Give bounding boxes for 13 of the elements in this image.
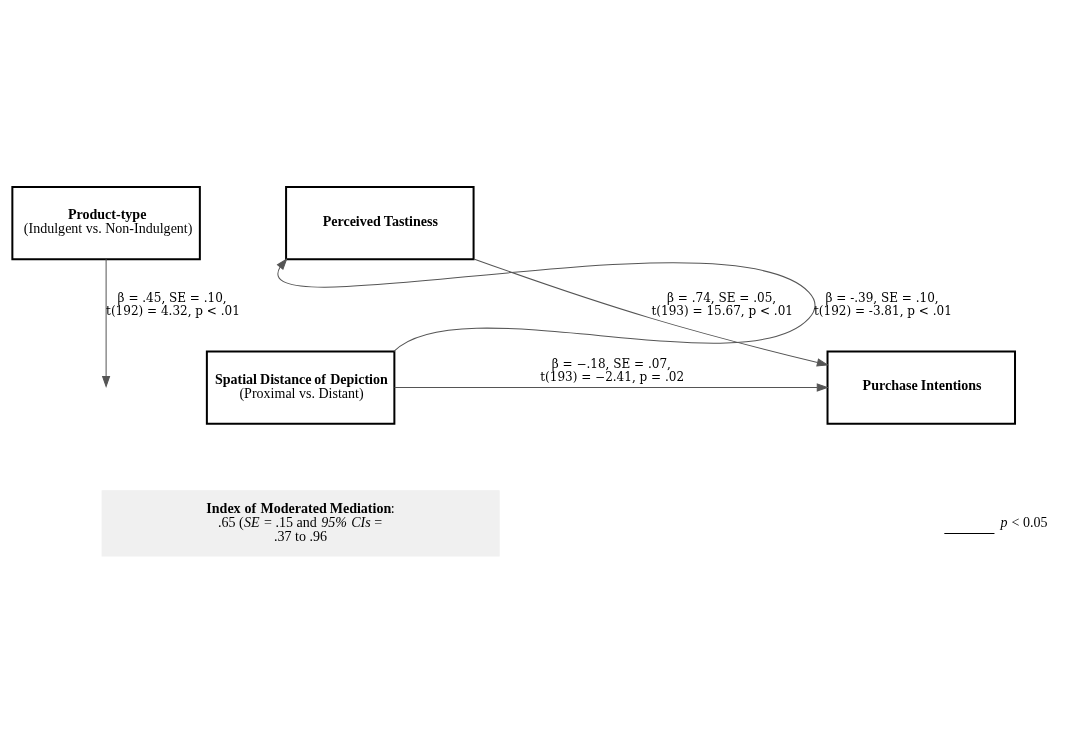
arrow [473,257,828,366]
arrow [102,258,111,387]
node-box: Product-type (Indulgent vs. Non-Indulgent) [11,185,201,260]
node-box: Spatial Distance of Depiction (Proximal vs. Distant) [205,349,396,425]
legend-label: p < 0.05 [1000,513,1048,530]
edge-label: β = .45, SE = .10, t(192) = 4.32, p < .01 [106,290,240,318]
arrow [394,383,828,392]
node-box: Purchase Intentions [826,349,1017,425]
arrow [277,258,816,352]
edge-label: β = −.18, SE = .07, t(193) = −2.41, p = .02 [540,356,685,384]
node-box: Perceived Tastiness [285,185,475,260]
edge-label: β = .74, SE = .05, t(193) = 15.67, p < .01 [651,290,793,318]
edge-label: β = -.39, SE = .10, t(192) = -3.81, p < .01 [813,290,952,318]
